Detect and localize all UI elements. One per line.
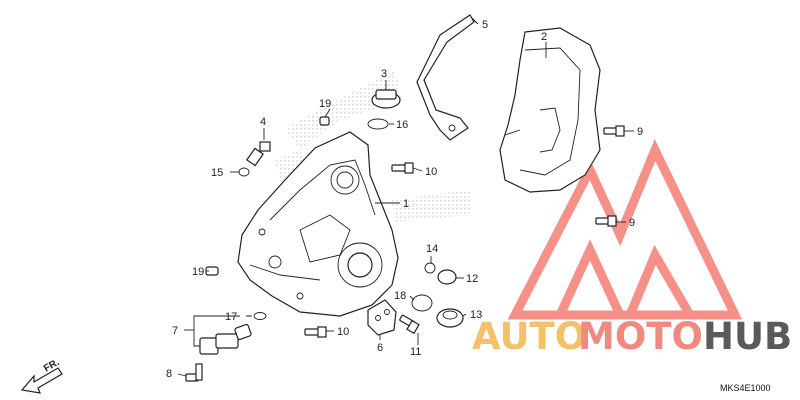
watermark-logo [507,138,743,320]
callout-2: 2 [541,31,547,43]
callouts: 1 2 3 4 5 6 7 8 9 9 10 10 11 12 13 14 15… [166,19,643,380]
callout-8: 8 [166,368,172,380]
diagram-code: MKS4E1000 [720,383,771,393]
callout-10-lower: 10 [337,326,349,338]
part-2-sprocket-cover [499,27,601,193]
callout-5: 5 [482,19,488,31]
callout-12: 12 [466,273,478,285]
callout-19-lower: 19 [192,266,204,278]
part-4-bolt [246,141,271,167]
callout-9-lower: 9 [629,217,635,229]
callout-15: 15 [211,167,223,179]
part-14-o-ring [424,262,436,274]
callout-17: 17 [225,311,237,323]
part-15-washer [238,167,250,177]
part-6-plate [367,299,397,336]
callout-16: 16 [396,119,408,131]
callout-4: 4 [260,116,266,128]
part-19-dowel-a [319,116,330,126]
part-7-sensor [199,323,252,355]
watermark-auto: AUTO [472,315,586,358]
callout-1: 1 [403,198,409,210]
callout-19-upper: 19 [319,98,331,110]
callout-14: 14 [426,243,438,255]
part-16-o-ring [367,118,389,130]
part-13-cap [436,308,464,328]
part-3-filler-cap [371,89,401,109]
watermark-moto: MOTO [578,315,703,358]
part-18-o-ring [411,294,433,312]
part-1-engine-cover [237,131,399,317]
callout-11: 11 [410,346,421,358]
part-10-bolt-b [304,326,327,338]
part-5-stay [416,14,475,141]
part-17-o-ring [253,312,267,320]
callout-10-upper: 10 [425,166,437,178]
front-direction-arrow: FR. [20,357,63,394]
leader-lines [177,17,634,377]
part-12-cap [437,269,457,285]
part-10-bolt-a [391,162,414,174]
callout-6: 6 [377,342,383,354]
part-11-bolt [399,314,420,335]
callout-7: 7 [172,325,178,337]
part-8-bolt [185,363,203,382]
watermark-hub: HUB [703,315,792,358]
callout-9-upper: 9 [637,126,643,138]
callout-13: 13 [470,309,482,321]
callout-3: 3 [381,68,387,80]
callout-18: 18 [394,290,406,302]
part-9-bolt-a [603,125,625,137]
part-9-bolt-b [595,215,617,227]
watermark-text: AUTO MOTO HUB [472,315,792,358]
